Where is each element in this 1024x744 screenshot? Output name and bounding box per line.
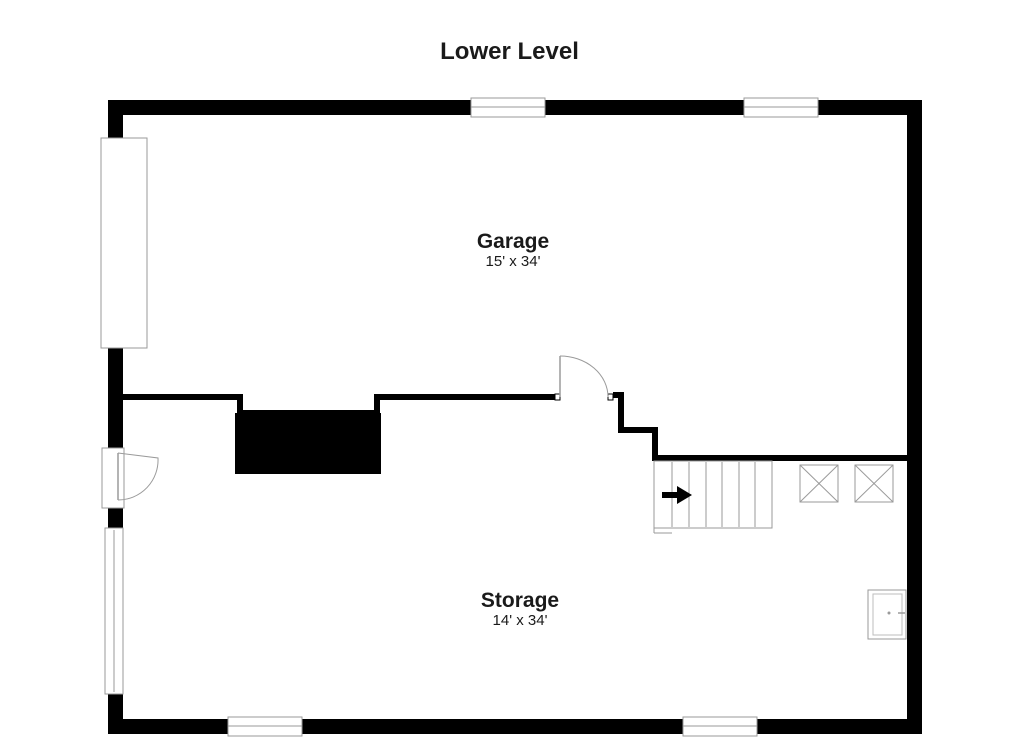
windows bbox=[227, 97, 819, 737]
interior-door bbox=[554, 355, 614, 401]
floor-plan-title: Lower Level bbox=[440, 38, 579, 65]
interior-door-swing bbox=[559, 355, 609, 398]
west-entry-opening bbox=[101, 447, 125, 509]
room-label-storage: Storage 14' x 34' bbox=[440, 589, 600, 630]
west-door-swing bbox=[117, 452, 159, 501]
room-dimensions: 14' x 34' bbox=[492, 612, 548, 629]
stair-direction-arrow-icon bbox=[662, 486, 692, 504]
storage-fixtures bbox=[799, 464, 894, 503]
staircase bbox=[653, 460, 773, 534]
garage-door bbox=[100, 137, 148, 349]
east-wall bbox=[907, 100, 922, 734]
utility-sink-icon bbox=[867, 589, 907, 640]
exterior-walls bbox=[108, 100, 922, 734]
room-name: Storage bbox=[480, 589, 560, 612]
west-sliding-window bbox=[104, 527, 124, 695]
divider-wall-east bbox=[613, 392, 907, 461]
room-label-garage: Garage 15' x 34' bbox=[433, 230, 593, 271]
room-name: Garage bbox=[476, 230, 550, 253]
divider-wall-west bbox=[123, 394, 555, 416]
wall-pier-block bbox=[235, 413, 381, 474]
room-dimensions: 15' x 34' bbox=[485, 253, 541, 270]
west-entry-door bbox=[101, 447, 159, 509]
